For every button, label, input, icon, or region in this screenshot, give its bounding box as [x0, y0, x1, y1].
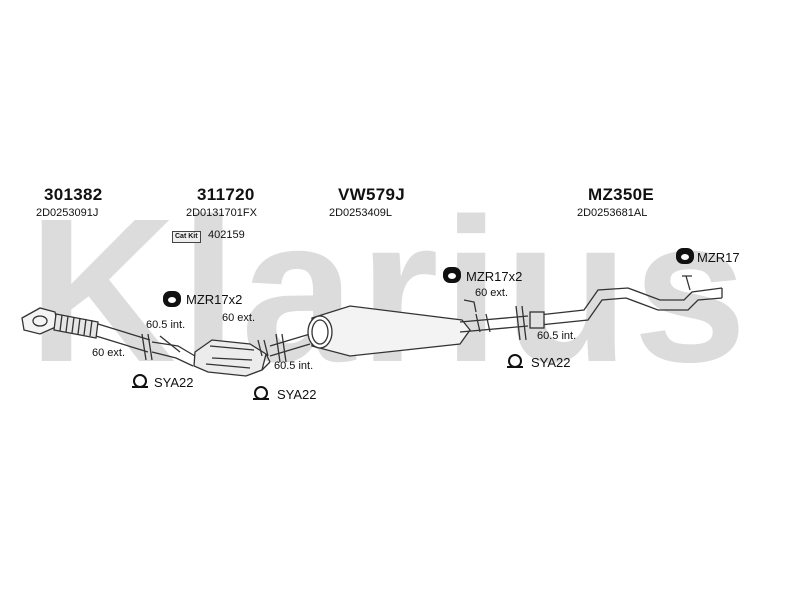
- pipe-size-label: 60 ext.: [222, 312, 256, 324]
- pipe-size-label: 60.5 int.: [146, 319, 186, 331]
- pipe-size-label: 60 ext.: [475, 287, 509, 299]
- pipe-size-label: 60.5 int.: [274, 360, 314, 372]
- mount-label: MZR17: [697, 250, 740, 265]
- cat-inlet-pipe: [151, 335, 196, 367]
- part-reference: 2D0253681AL: [577, 207, 648, 219]
- front-flange: [21, 307, 59, 335]
- rubber-mount-icon: [443, 267, 461, 283]
- part-number: 301382: [44, 185, 103, 204]
- cat-kit: Cat Kit 402159: [172, 225, 245, 243]
- middle-silencer: [307, 305, 471, 357]
- mount-label: MZR17x2: [186, 292, 243, 307]
- front-pipe: [95, 323, 151, 353]
- cat-kit-badge: Cat Kit: [172, 231, 201, 243]
- rear-section: [529, 275, 723, 329]
- flexi-section: [53, 313, 99, 339]
- part-number: MZ350E: [588, 185, 655, 204]
- clamp-label: SYA22: [277, 387, 317, 402]
- center-pipe: [257, 333, 311, 363]
- pipe-size-label: 60.5 int.: [537, 330, 577, 342]
- part-reference: 2D0253091J: [36, 207, 99, 219]
- part-number: VW579J: [338, 185, 406, 204]
- part-reference: 2D0253409L: [329, 207, 393, 219]
- clamp-label: SYA22: [531, 355, 571, 370]
- clamp-label: SYA22: [154, 375, 194, 390]
- clamp-icon: [507, 354, 523, 368]
- cat-kit-number: 402159: [208, 229, 245, 241]
- brand-watermark: Klarius: [28, 196, 751, 386]
- pipe-size-label: 60 ext.: [92, 347, 126, 359]
- rubber-mount-icon: [163, 291, 181, 307]
- rear-pipe: [459, 299, 529, 341]
- rubber-mount-icon: [676, 248, 694, 264]
- part-reference: 2D0131701FX: [186, 207, 257, 219]
- clamp-icon: [132, 374, 148, 388]
- part-number: 311720: [197, 185, 255, 204]
- catalytic-converter: [193, 339, 271, 377]
- clamp-1: [141, 333, 153, 361]
- clamp-icon: [253, 386, 269, 400]
- mount-label: MZR17x2: [466, 269, 523, 284]
